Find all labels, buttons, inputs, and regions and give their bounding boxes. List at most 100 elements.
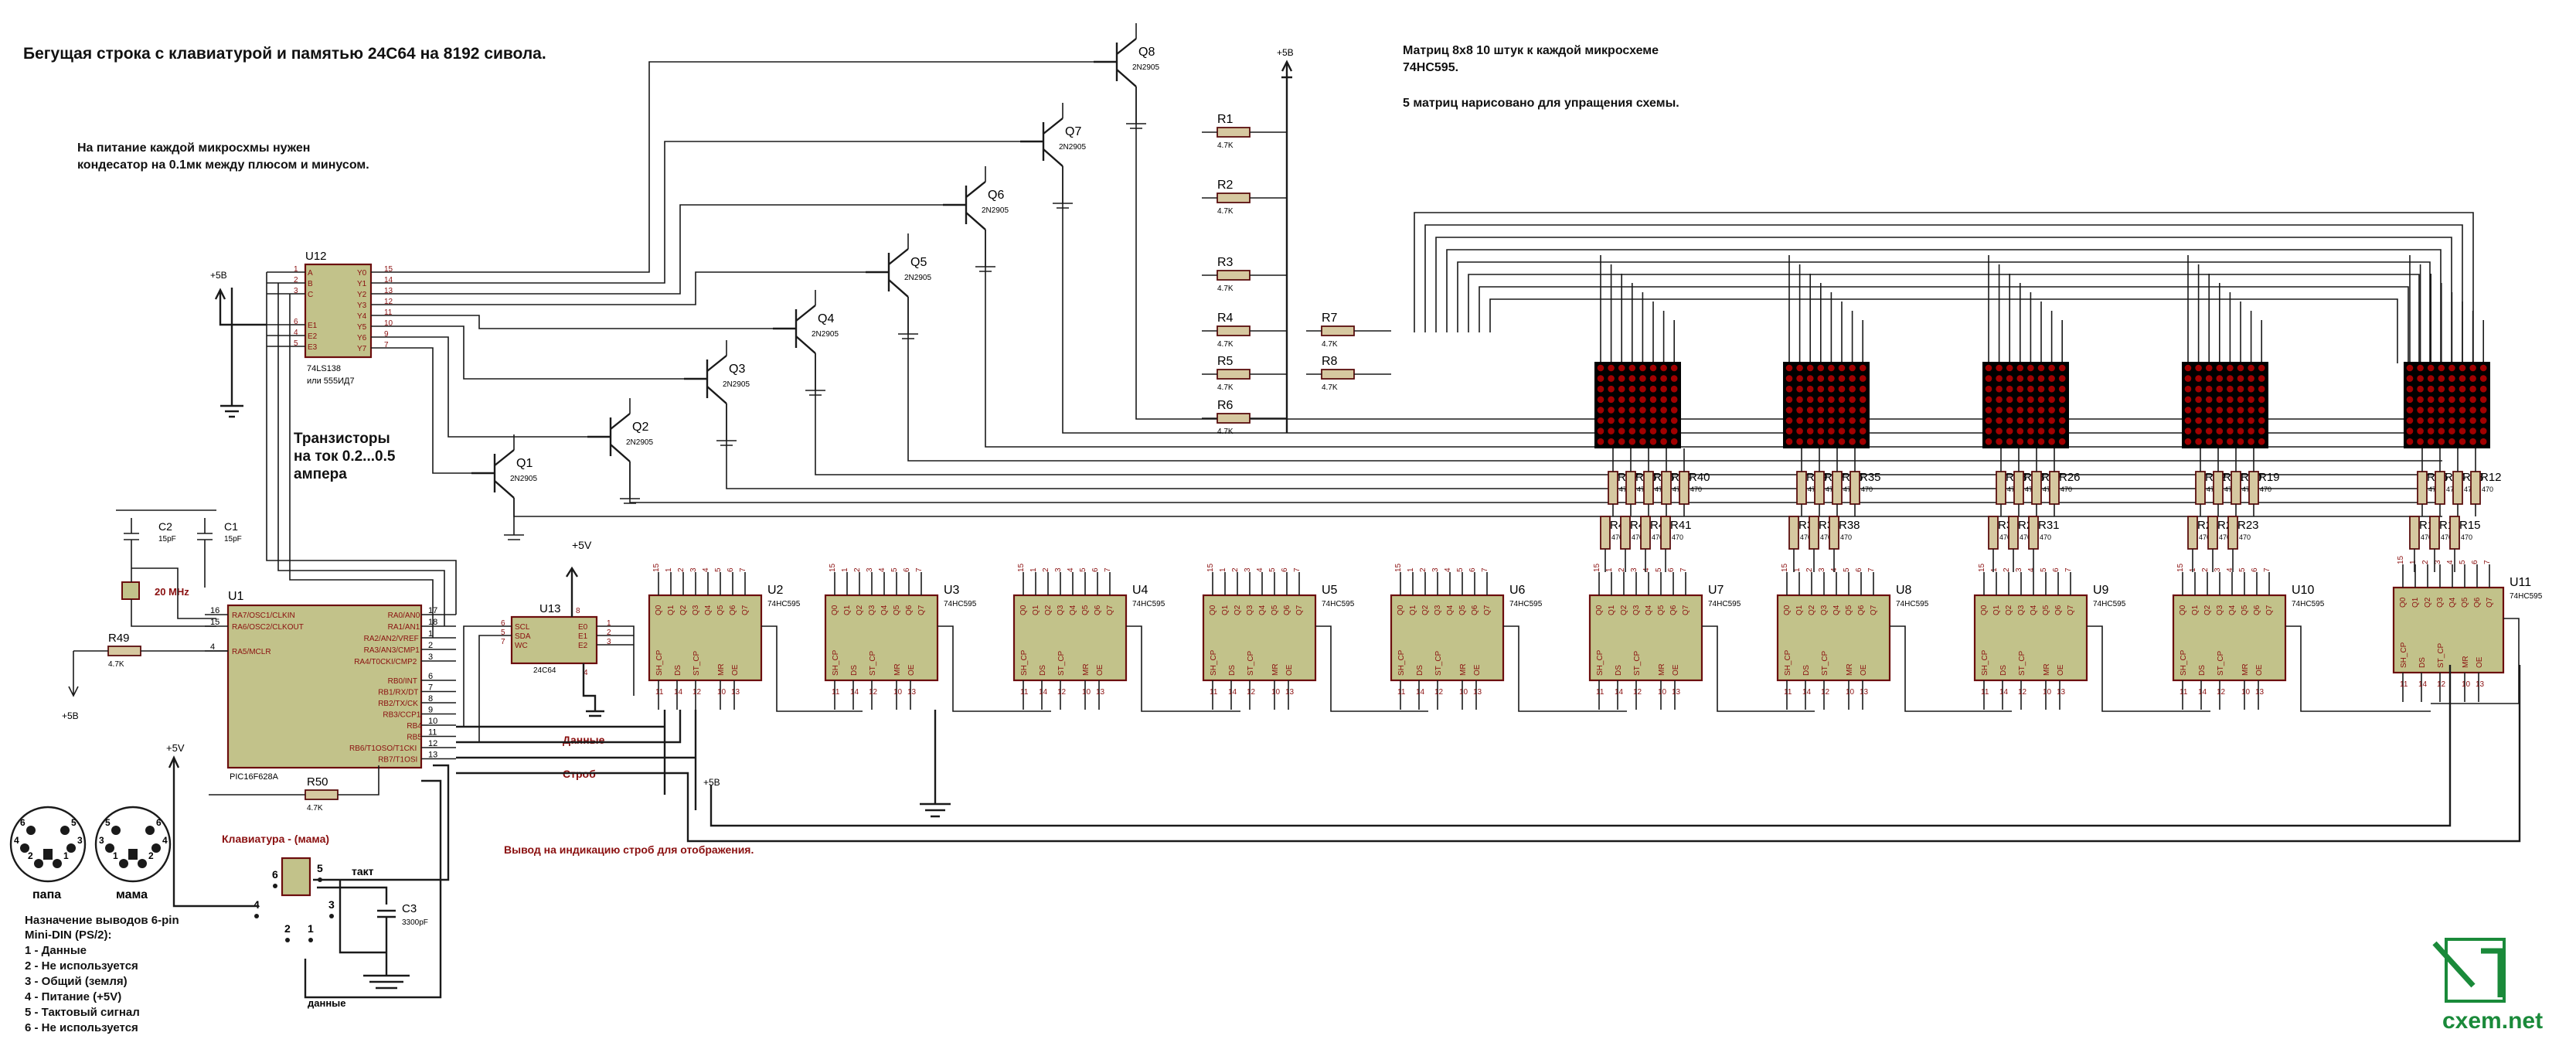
- led-dot: [1608, 375, 1615, 382]
- power-label-u12: +5В: [210, 270, 227, 281]
- row-drive-wire: [726, 404, 2442, 489]
- led-dot: [2058, 417, 2066, 424]
- led-dot: [2237, 438, 2244, 445]
- led-dot: [2469, 396, 2476, 404]
- keyboard-label: Клавиатура - (мама): [222, 833, 329, 845]
- u13-part: 24C64: [533, 666, 556, 675]
- led-dot: [1628, 375, 1636, 382]
- sr-pin-label: Q1: [667, 605, 675, 615]
- matrix-resistor-value: 470: [1611, 533, 1623, 541]
- led-dot: [2048, 407, 2055, 414]
- led-dot: [2006, 417, 2013, 424]
- sr-pin-num: 13: [1473, 688, 1482, 697]
- sr-pin-label: DS: [1615, 665, 1623, 676]
- led-dot: [1660, 428, 1667, 434]
- u1-pin-num: 11: [428, 728, 437, 738]
- u1-pin-num: 13: [428, 751, 437, 760]
- keyboard-pin-num: 3: [328, 898, 335, 911]
- shift-register-ref: U9: [2093, 584, 2109, 597]
- sr-pin-num: 6: [903, 567, 911, 572]
- sr-pin-num: 5: [1079, 567, 1087, 572]
- sr-pin-label: SH_CP: [1784, 649, 1792, 676]
- led-dot: [2216, 364, 2224, 372]
- sr-pin-label: OE: [1096, 664, 1104, 676]
- sr-pin-num: 15: [652, 563, 661, 572]
- sr-pin-num: 3: [1431, 567, 1440, 572]
- u1-pin-label: RA3/AN3/CMP1: [364, 646, 420, 655]
- sr-pin-num: 3: [2434, 560, 2442, 564]
- resistor-ref: R8: [1322, 355, 1338, 368]
- sr-pin-label: Q3: [1632, 605, 1641, 615]
- resistor-r3: R34.7K: [1202, 256, 1287, 293]
- matrix-resistor-value: 470: [1826, 486, 1837, 493]
- u1-ref: U1: [228, 590, 244, 603]
- led-dot: [1785, 438, 1793, 445]
- u1-part: PIC16F628A: [230, 772, 279, 782]
- ps2-pin-num: 1: [113, 850, 118, 861]
- c1-ref: C1: [224, 520, 238, 533]
- matrix-resistor-body: [1620, 516, 1631, 550]
- transistor-note-line3: ампера: [294, 466, 347, 482]
- u1-pin-num: 3: [428, 652, 433, 662]
- ps2-pin-dot: [138, 859, 147, 868]
- matrix-resistor-value: 470: [2040, 533, 2051, 541]
- led-dot: [2248, 364, 2254, 372]
- sr-pin-label: Q0: [1397, 605, 1405, 615]
- led-dot: [2048, 428, 2055, 434]
- matrix-resistor-body: [1661, 471, 1672, 505]
- sr-pin-label: ST_CP: [692, 650, 701, 676]
- keyboard-clock-wire: [313, 764, 450, 954]
- keyboard-pin-num: 6: [272, 868, 278, 881]
- crystal-section: 20 MHz C2 15pF C1 15pF: [116, 509, 242, 627]
- sr-pin-label: Q6: [2054, 605, 2063, 615]
- shift-register-part: 74HC595: [2292, 600, 2325, 608]
- sr-pin-num: 13: [731, 688, 740, 697]
- sr-pin-num: 5: [2040, 567, 2048, 572]
- sr-pin-label: Q2: [679, 605, 688, 615]
- sr-pin-label: Q7: [1682, 605, 1690, 615]
- shift-register-u3: U374HC595Q015Q11Q22Q33Q44Q55Q66Q77SH_CP1…: [824, 563, 1051, 712]
- sr-pin-label: MR: [893, 663, 902, 676]
- transistor-legs: [1020, 118, 1063, 167]
- led-dot: [2258, 417, 2265, 424]
- sr-pin-label: Q2: [2203, 605, 2212, 615]
- led-dot: [2006, 438, 2013, 445]
- led-dot: [1597, 385, 1604, 393]
- sr-pin-num: 3: [2015, 567, 2023, 572]
- matrix-column-bus: [1479, 286, 2409, 363]
- sr-pin-num: 6: [2251, 567, 2259, 572]
- sr-pin-label: Q3: [2216, 605, 2224, 615]
- sr-pin-label: Q4: [1069, 605, 1077, 615]
- r49-value: 4.7K: [108, 660, 124, 669]
- u12-pin-num-9: 9: [384, 330, 389, 339]
- led-dot: [1785, 375, 1793, 382]
- row-drive-wire: [629, 462, 2442, 503]
- sr-pin-num: 1: [1029, 567, 1038, 572]
- led-dot: [2427, 428, 2435, 434]
- led-dot: [2427, 417, 2435, 424]
- led-dot: [2058, 375, 2066, 382]
- ps2-pin-dot: [53, 859, 62, 868]
- sr-pin-label: SH_CP: [832, 649, 840, 676]
- u12-pin-num-4: 4: [294, 329, 298, 337]
- led-dot: [1618, 396, 1625, 404]
- led-matrix-body: [1783, 362, 1870, 448]
- led-dot: [2048, 375, 2055, 382]
- led-dot: [2417, 375, 2424, 382]
- matrix-resistor-body: [2409, 516, 2420, 550]
- shift-register-ref: U2: [767, 584, 784, 597]
- matrix-resistor-value: 470: [2260, 486, 2271, 493]
- u1-pin-label: RB6/T1OSO/T1CKI: [349, 744, 417, 753]
- matrix-resistor-body: [1796, 471, 1807, 505]
- led-matrix-5: R16470R14470R13470R12470R17470R18470R154…: [2404, 255, 2502, 572]
- sr-pin-num: 6: [2052, 567, 2060, 572]
- u1-pin-num: 2: [428, 641, 433, 650]
- shift-register-u10: U1074HC595Q015Q11Q22Q33Q44Q55Q66Q77SH_CP…: [2172, 563, 2431, 712]
- u12-pin-num-12: 12: [384, 298, 393, 306]
- led-dot: [2195, 438, 2202, 445]
- matrix-resistor-ref: R23: [2237, 519, 2259, 532]
- u12-pin-num-7: 7: [384, 341, 389, 349]
- u13-pin-num: 2: [607, 629, 611, 637]
